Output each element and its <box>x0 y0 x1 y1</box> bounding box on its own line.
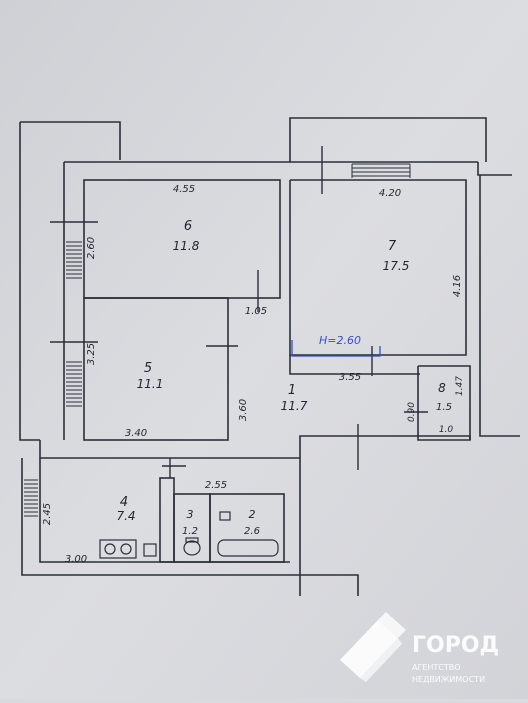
dim-room8-bottom: 1.0 <box>439 425 454 435</box>
room-2-walls <box>209 493 285 563</box>
room-labels: 6 11.8 7 17.5 5 11.1 1 11.7 8 1.5 4 7.4 … <box>116 219 452 537</box>
watermark: ГОРОД АГЕНТСТВО НЕДВИЖИМОСТИ <box>340 612 499 684</box>
window-kitchen <box>24 479 38 517</box>
dim-hall-side: 3.60 <box>238 399 249 421</box>
dim-hall-top: 3.55 <box>339 372 361 383</box>
room-8-number: 8 <box>438 381 446 395</box>
dim-room7-side: 4.16 <box>452 275 463 297</box>
room-2-number: 2 <box>249 508 256 521</box>
windows <box>24 163 411 517</box>
room-6-area: 11.8 <box>173 239 200 253</box>
room-7-number: 7 <box>388 239 397 254</box>
room-1-number: 1 <box>288 383 296 398</box>
sink-icon <box>143 543 157 557</box>
dim-room4-side: 2.45 <box>42 503 53 525</box>
bathtub-icon <box>217 539 279 557</box>
door-ticks <box>50 146 428 478</box>
ceiling-height: H=2.60 <box>319 334 361 347</box>
blue-pen-marks <box>291 340 381 357</box>
dim-room6-side: 2.60 <box>86 237 97 259</box>
bath-sink-icon <box>219 511 231 521</box>
toilet-icon <box>183 540 201 556</box>
room-5-number: 5 <box>144 361 152 376</box>
dimension-labels: 4.55 2.60 4.20 4.16 3.25 3.40 1.05 3.60 … <box>42 184 465 565</box>
watermark-brand: ГОРОД <box>412 633 499 658</box>
room-5-walls <box>83 297 229 441</box>
watermark-line1: АГЕНТСТВО <box>412 663 461 672</box>
dim-room8-right: 1.47 <box>455 376 465 396</box>
right-balcony <box>289 117 487 162</box>
window-top-room7 <box>351 163 411 178</box>
room-8-area: 1.5 <box>436 402 452 413</box>
watermark-logo-icon <box>340 612 406 682</box>
room-4-area: 7.4 <box>116 509 135 523</box>
hall-top-wall <box>289 355 420 375</box>
room-3-number: 3 <box>187 508 194 521</box>
watermark-line2: НЕДВИЖИМОСТИ <box>412 675 485 684</box>
window-left-room6 <box>66 241 82 279</box>
walls <box>19 117 520 596</box>
bottom-outer-wall <box>21 458 359 596</box>
dim-room5-bottom: 3.40 <box>125 428 147 439</box>
stove-icon <box>99 539 137 559</box>
room-1-area: 11.7 <box>281 399 308 413</box>
dim-hall-mid: 1.05 <box>245 306 267 317</box>
room-6-number: 6 <box>184 219 192 234</box>
dim-baths-top: 2.55 <box>205 480 227 491</box>
dim-room8-left: 0.90 <box>407 402 417 422</box>
window-left-room5 <box>66 361 82 407</box>
hall-bottom-wall <box>299 435 471 596</box>
room-7-walls <box>289 179 467 356</box>
room-3-area: 1.2 <box>182 526 198 537</box>
fixtures <box>99 511 279 559</box>
dim-room4-bottom: 3.00 <box>65 554 87 565</box>
dim-room5-side: 3.25 <box>86 343 97 365</box>
left-balcony-top <box>20 121 121 160</box>
dim-room6-top: 4.55 <box>173 184 195 195</box>
stair-top <box>477 162 512 176</box>
dim-room7-top: 4.20 <box>379 188 401 199</box>
stair-side <box>479 175 520 437</box>
room-7-area: 17.5 <box>383 259 410 273</box>
room-2-area: 2.6 <box>244 526 260 537</box>
room-4-number: 4 <box>120 495 128 510</box>
room-5-area: 11.1 <box>137 377 164 391</box>
left-balcony-side <box>19 122 40 441</box>
